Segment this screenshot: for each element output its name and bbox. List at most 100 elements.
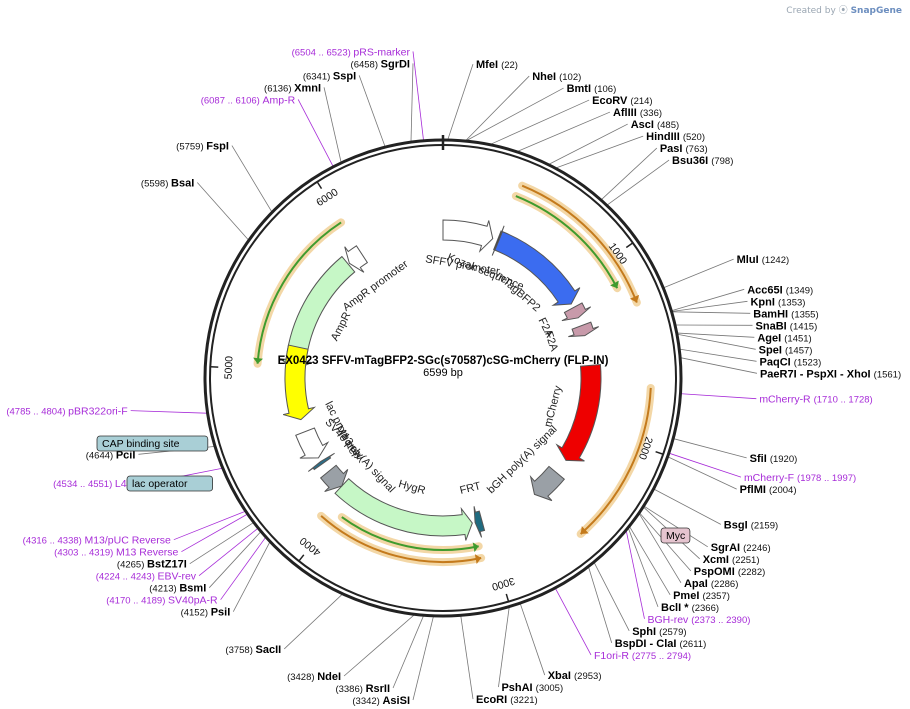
enzyme-sgrai[interactable]: SgrAI (2246) xyxy=(711,542,771,554)
enzyme-leader xyxy=(677,332,755,338)
enzyme-bsu36i[interactable]: Bsu36I (798) xyxy=(672,155,733,167)
badge-cap-binding-site[interactable]: CAP binding site xyxy=(96,435,209,452)
enzyme-leader xyxy=(196,182,249,240)
primer-ebv-rev[interactable]: (4224 .. 4243) EBV-rev xyxy=(96,571,197,583)
feature-bgh-poly-a-signal xyxy=(529,465,566,502)
feature-kozak-sequence xyxy=(491,225,505,256)
credit-prefix: Created by xyxy=(786,6,836,16)
primer-pbr322ori-f[interactable]: (4785 .. 4804) pBR322ori-F xyxy=(6,406,127,418)
enzyme-hindiii[interactable]: HindIII (520) xyxy=(646,131,705,143)
enzyme-afliii[interactable]: AflIII (336) xyxy=(613,107,662,119)
enzyme-leader xyxy=(639,513,682,584)
enzyme-ecori[interactable]: EcoRI (3221) xyxy=(476,694,538,706)
primer-leader xyxy=(412,51,424,140)
enzyme-leader xyxy=(674,438,747,459)
enzyme-sacii[interactable]: (3758) SacII xyxy=(225,644,281,656)
enzyme-leader xyxy=(231,145,272,212)
enzyme-rsrii[interactable]: (3386) RsrII xyxy=(335,683,390,695)
enzyme-asci[interactable]: AscI (485) xyxy=(631,119,679,131)
enzyme-pflmi[interactable]: PflMI (2004) xyxy=(740,484,797,496)
primer-m13-reverse[interactable]: (4303 .. 4319) M13 Reverse xyxy=(54,547,178,559)
primer-prs-marker[interactable]: (6504 .. 6523) pRS-marker xyxy=(292,46,411,58)
tick-mark xyxy=(298,554,305,562)
tick-label: 5000 xyxy=(222,356,235,380)
primer-amp-r[interactable]: (6087 .. 6106) Amp-R xyxy=(201,94,296,106)
primer-leader xyxy=(669,453,742,478)
enzyme-acc65i[interactable]: Acc65I (1349) xyxy=(747,284,813,296)
enzyme-ecorv[interactable]: EcoRV (214) xyxy=(592,95,653,107)
feature-mtagbfp2 xyxy=(494,230,581,306)
feature-label: F2A xyxy=(542,330,560,354)
enzyme-leader xyxy=(189,522,254,565)
enzyme-psii[interactable]: (4152) PsiI xyxy=(181,607,231,619)
feature-arc xyxy=(579,387,652,535)
feature-lac-promoter xyxy=(295,427,330,459)
badge-lac-operator[interactable]: lac operator xyxy=(126,475,213,492)
enzyme-xmni[interactable]: (6136) XmnI xyxy=(264,82,321,94)
enzyme-mlui[interactable]: MluI (1242) xyxy=(737,254,790,266)
feature-hygr xyxy=(334,478,473,541)
enzyme-leader xyxy=(629,526,671,596)
enzyme-leader xyxy=(465,75,530,141)
svg-text:CAP binding site: CAP binding site xyxy=(102,438,180,450)
enzyme-bsai[interactable]: (5598) BsaI xyxy=(141,177,194,189)
enzyme-kpni[interactable]: KpnI (1353) xyxy=(750,296,805,308)
feature-arc-head xyxy=(580,526,589,534)
enzyme-sgrdi[interactable]: (6458) SgrDI xyxy=(351,58,410,70)
enzyme-mfei[interactable]: MfeI (22) xyxy=(476,59,518,71)
enzyme-sspi[interactable]: (6341) SspI xyxy=(303,70,356,82)
enzyme-leader xyxy=(672,288,745,311)
feature-f2a xyxy=(568,321,600,338)
enzyme-leader xyxy=(668,456,737,490)
enzyme-bmti[interactable]: BmtI (106) xyxy=(567,83,617,95)
enzyme-leader xyxy=(460,616,474,700)
enzyme-pmei[interactable]: PmeI (2357) xyxy=(673,590,730,602)
primer-mcherry-r[interactable]: mCherry-R (1710 .. 1728) xyxy=(759,394,872,406)
enzyme-leader xyxy=(520,603,546,676)
primer-leader xyxy=(220,537,266,600)
enzyme-pasi[interactable]: PasI (763) xyxy=(660,143,708,155)
enzyme-bamhi[interactable]: BamHI (1355) xyxy=(753,308,818,320)
enzyme-nhei[interactable]: NheI (102) xyxy=(532,71,581,83)
enzyme-pshai[interactable]: PshAI (3005) xyxy=(501,682,563,694)
enzyme-bsgi[interactable]: BsgI (2159) xyxy=(724,519,778,531)
enzyme-bsmi[interactable]: (4213) BsmI xyxy=(149,583,206,595)
enzyme-leader xyxy=(466,87,564,141)
feature-mcherry xyxy=(555,363,602,462)
enzyme-paqci[interactable]: PaqCI (1523) xyxy=(760,356,822,368)
feature-label: FRT xyxy=(459,480,483,497)
enzyme-bspdi-clai[interactable]: BspDI - ClaI (2611) xyxy=(615,638,707,650)
tick-mark xyxy=(505,593,510,602)
badge-myc[interactable]: Myc xyxy=(660,527,691,544)
enzyme-apai[interactable]: ApaI (2286) xyxy=(684,578,738,590)
enzyme-pcii[interactable]: (4644) PciI xyxy=(86,449,136,461)
enzyme-sfii[interactable]: SfiI (1920) xyxy=(750,453,798,465)
primer-sv40pa-r[interactable]: (4170 .. 4189) SV40pA-R xyxy=(106,595,218,607)
primer-f1ori-r[interactable]: F1ori-R (2775 .. 2794) xyxy=(594,650,691,662)
primer-m13-puc-reverse[interactable]: (4316 .. 4338) M13/pUC Reverse xyxy=(23,535,171,547)
plasmid-length: 6599 bp xyxy=(423,367,463,379)
primer-mcherry-f[interactable]: mCherry-F (1978 .. 1997) xyxy=(744,472,856,484)
enzyme-leader xyxy=(358,75,386,147)
enzyme-xbai[interactable]: XbaI (2953) xyxy=(548,670,602,682)
enzyme-snabi[interactable]: SnaBI (1415) xyxy=(756,320,818,332)
enzyme-agei[interactable]: AgeI (1451) xyxy=(757,332,811,344)
enzyme-pspomi[interactable]: PspOMI (2282) xyxy=(694,566,765,578)
primer-leader xyxy=(198,528,258,577)
enzyme-fspi[interactable]: (5759) FspI xyxy=(176,141,229,153)
feature-ampr xyxy=(279,255,356,371)
primer-leader xyxy=(181,514,247,553)
primer-bgh-rev[interactable]: BGH-rev (2373 .. 2390) xyxy=(647,614,750,626)
enzyme-asisi[interactable]: (3342) AsiSI xyxy=(352,695,410,707)
feature-m13-rev xyxy=(307,452,335,472)
enzyme-xcmi[interactable]: XcmI (2251) xyxy=(703,554,760,566)
enzyme-paer7i-pspxi-xhoi[interactable]: PaeR7I - PspXI - XhoI (1561) xyxy=(760,368,901,380)
enzyme-spei[interactable]: SpeI (1457) xyxy=(759,344,813,356)
primer-leader xyxy=(681,393,757,400)
enzyme-leader xyxy=(664,258,734,288)
enzyme-bstz17i[interactable]: (4265) BstZ17I xyxy=(117,559,187,571)
enzyme-sphi[interactable]: SphI (2579) xyxy=(632,626,686,638)
enzyme-ndei[interactable]: (3428) NdeI xyxy=(287,671,341,683)
enzyme-bcli[interactable]: BclI * (2366) xyxy=(661,602,719,614)
